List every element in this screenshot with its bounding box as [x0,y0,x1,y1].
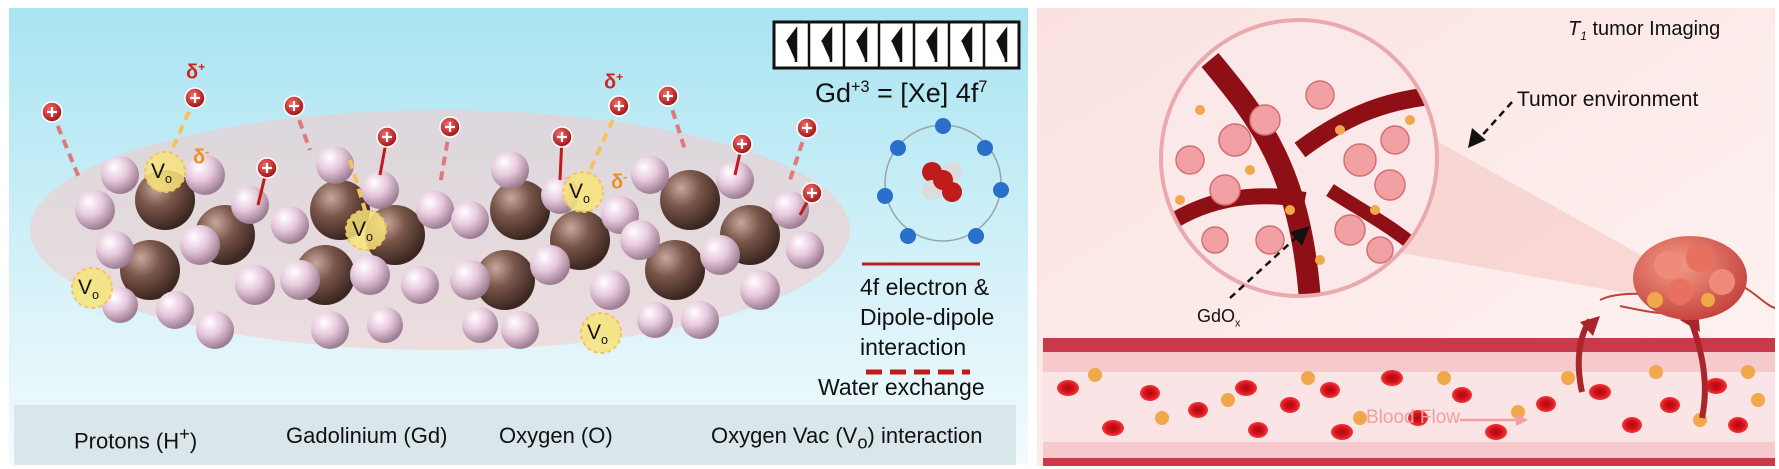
red-blood-cells [1057,370,1748,440]
vacancy-site [580,312,622,354]
proton-icon [731,133,753,155]
proton-icon [657,85,679,107]
vacancy-label: Vo [352,218,374,245]
water-exchange-annotation: Water exchange [818,374,985,400]
o-atom [350,255,390,295]
legend-oxygen: Oxygen (O) [499,423,613,448]
legend-protons: Protons (H+) [74,423,198,454]
o-atom [631,156,669,194]
gd-atom [475,250,535,310]
o-atom [786,231,824,269]
cluster-4 [620,156,824,339]
vacancy-interaction-line [170,97,197,151]
vacancy-site [562,171,604,213]
o-atom [367,307,403,343]
o-atom [235,265,275,305]
vacancy-site [71,267,113,309]
o-atom [101,156,139,194]
gdox-label: GdOx [1197,306,1241,330]
delta-minus-label: δ- [193,145,210,169]
water-exchange-line [788,127,809,181]
electron-configuration: Gd+3 = [Xe] 4f7 [815,78,988,108]
o-atom [361,171,399,209]
panel-title: T1 tumor Imaging [1568,18,1721,43]
o-atom [451,201,489,239]
protons [41,85,823,216]
o-atom [231,186,269,224]
o-atom [771,191,809,229]
water-exchange-line [50,111,82,181]
pointer-arrows [1229,101,1513,299]
proton-icon [256,157,278,179]
o-atom [280,260,320,300]
o-atom [462,307,498,343]
o-atom [156,291,194,329]
vacancy-interaction-line [348,159,367,211]
gd-atom [660,170,720,230]
o-atom [590,270,630,310]
gdox-nanoparticles [1088,365,1765,427]
proton-icon [41,101,63,123]
blood-flow-arrowhead [1516,414,1528,426]
vacancy-label: Vo [151,160,173,187]
proton-icon [184,87,206,109]
magnified-tumor-view [1159,18,1439,298]
proton-icon [283,95,305,117]
o-atom [416,191,454,229]
o-atom [716,161,754,199]
o-atom [185,155,225,195]
delta-plus-label: δ+ [186,60,206,84]
tumor-mass-icon [1599,236,1776,320]
o-atom [271,206,309,244]
o-atom [401,266,439,304]
vacancy-label: Vo [569,180,591,207]
proton-icon [376,126,398,148]
atom-icon [877,118,1009,244]
o-atom [637,302,673,338]
proton-icon [551,126,573,148]
zoom-cone [1385,140,1665,300]
water-exchange-line [438,126,452,186]
blood-flow-label: Blood Flow [1366,407,1460,428]
pointer-arrowheads [1290,128,1486,246]
vacancy-site [144,151,186,193]
o-atom [75,190,115,230]
legend-gadolinium: Gadolinium (Gd) [286,423,448,448]
delta-minus-label: δ- [611,170,628,194]
o-atom [311,311,349,349]
legend-vacancy: Oxygen Vac (Vo) interaction [711,423,983,453]
proton-icon [801,182,823,204]
oxygen-vacancies [71,151,622,354]
o-atom [740,270,780,310]
o-atom [681,301,719,339]
blood-vessel [1043,338,1775,466]
o-atom [96,231,134,269]
proton-icon [608,95,630,117]
vacancy-interaction-line [588,105,621,171]
o-atom [501,311,539,349]
tumor-environment-label: Tumor environment [1517,88,1699,111]
vacancy-label: Vo [78,276,100,303]
o-atom [196,311,234,349]
proton-icon [439,116,461,138]
o-atom [700,235,740,275]
o-atom [491,151,529,189]
delta-plus-label: δ+ [604,70,624,94]
o-atom [316,146,354,184]
spin-arrows-icon [772,20,1021,70]
o-atom [620,220,660,260]
water-exchange-line [666,95,687,151]
vacancy-label: Vo [587,321,609,348]
proton-icon [796,117,818,139]
gd-atom [645,240,705,300]
legend: Protons (H+) Gadolinium (Gd) Oxygen (O) … [14,405,1016,465]
o-atom [530,245,570,285]
gd-atom [120,240,180,300]
gd-atom [490,180,550,240]
vacancy-site [345,209,387,251]
o-atom [180,225,220,265]
o-atom [450,260,490,300]
